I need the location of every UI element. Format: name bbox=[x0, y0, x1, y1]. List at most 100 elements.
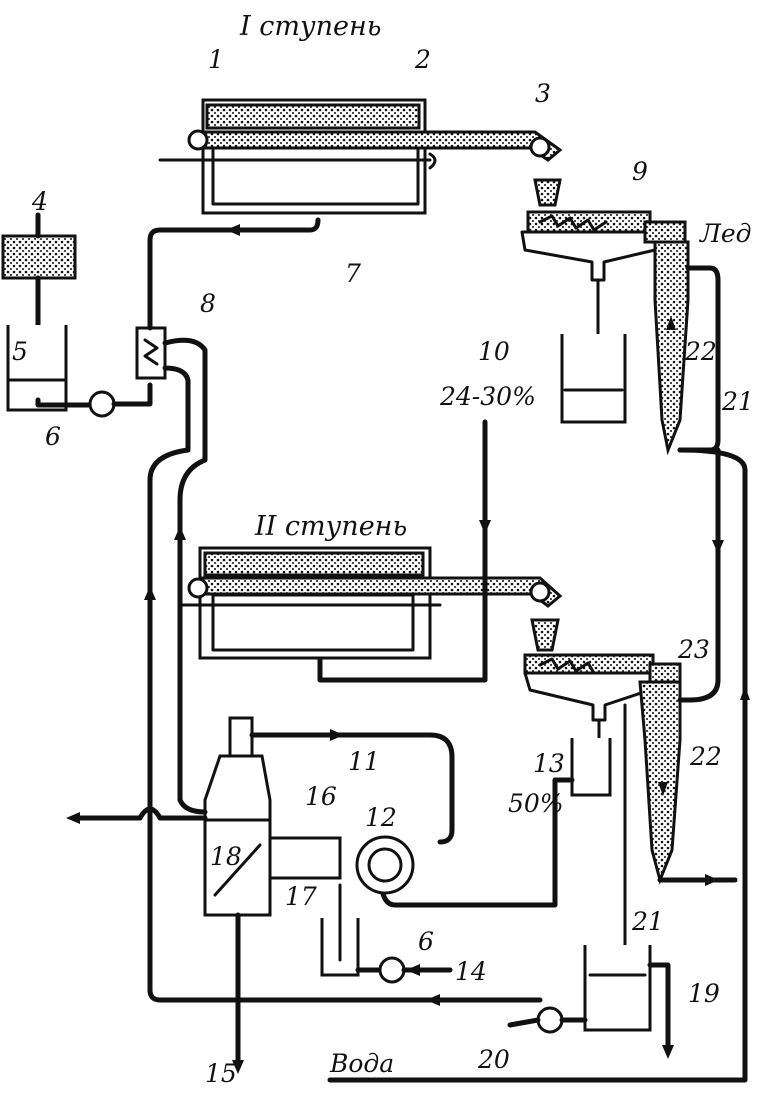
arrow-14 bbox=[406, 964, 420, 976]
hopper-2 bbox=[530, 618, 560, 652]
rotation-arrow-1 bbox=[428, 152, 437, 170]
outlet-left-arrow bbox=[66, 812, 80, 824]
filtrate-vessel-10 bbox=[560, 334, 627, 424]
refrigeration-unit bbox=[203, 716, 455, 984]
pump-20 bbox=[536, 1006, 564, 1034]
label-7: 7 bbox=[345, 259, 361, 288]
ice-melter-stage1 bbox=[643, 220, 690, 456]
baffle-18 bbox=[213, 843, 262, 897]
vapour-line-11 bbox=[249, 732, 455, 845]
label-11: 11 bbox=[348, 747, 380, 776]
exchanger-coil bbox=[143, 338, 159, 366]
filter-funnel-2 bbox=[523, 671, 657, 722]
label-2: 2 bbox=[414, 45, 431, 74]
vessel-10 bbox=[560, 334, 627, 424]
label-4: 4 bbox=[31, 187, 48, 216]
label-8: 8 bbox=[200, 289, 216, 318]
arrow-left-up-2 bbox=[174, 526, 186, 540]
label-6-refrig: 6 bbox=[418, 927, 434, 956]
pump-20-lines bbox=[507, 1017, 588, 1028]
label-14: 14 bbox=[455, 957, 487, 986]
label-12: 12 bbox=[365, 803, 397, 832]
ice-layer-2 bbox=[203, 551, 425, 577]
label-9: 9 bbox=[632, 157, 648, 186]
label-6-feed: 6 bbox=[45, 422, 61, 451]
loop-exchanger-condenser bbox=[162, 337, 208, 815]
ice-label: Лед bbox=[698, 219, 752, 248]
stage-2-separator bbox=[379, 618, 657, 908]
upflow-arrow-1 bbox=[666, 316, 676, 330]
arrow-melt bbox=[705, 874, 719, 886]
stage-2-freezer bbox=[178, 419, 563, 683]
pump-to-exchanger bbox=[111, 382, 153, 407]
label-22-bottom: 22 bbox=[689, 742, 722, 771]
return-line-left bbox=[147, 365, 543, 1003]
filter-funnel-1 bbox=[520, 230, 660, 282]
label-21-bottom: 21 bbox=[631, 907, 664, 936]
ice-chute-2 bbox=[648, 662, 682, 684]
pulley-left-2 bbox=[187, 577, 209, 599]
melter-column-1 bbox=[653, 240, 690, 456]
ice-melter-stage2 bbox=[638, 662, 682, 885]
feed-section bbox=[1, 212, 321, 418]
filtrate-arrow-down bbox=[479, 520, 491, 534]
outlet-19 bbox=[647, 962, 671, 1053]
pump-6-feed bbox=[88, 390, 116, 418]
arrow-19 bbox=[662, 1045, 674, 1059]
screw-flight-2 bbox=[538, 657, 596, 675]
arrow-15 bbox=[232, 1060, 244, 1074]
label-1: 1 bbox=[208, 45, 224, 74]
concentration-stage1: 24-30% bbox=[439, 382, 536, 411]
feed-to-stage1 bbox=[147, 217, 321, 331]
label-19: 19 bbox=[688, 979, 720, 1008]
stage-1-freezer bbox=[158, 98, 563, 215]
arrow-left-up bbox=[144, 586, 156, 600]
feed-arrow bbox=[226, 224, 240, 236]
label-22-top: 22 bbox=[684, 337, 717, 366]
label-10: 10 bbox=[478, 337, 510, 366]
line-21-mid bbox=[677, 447, 721, 703]
ice-layer-1 bbox=[205, 103, 421, 130]
melter-column-2 bbox=[638, 680, 682, 885]
stage-1-title: I ступень bbox=[239, 11, 382, 42]
water-line bbox=[327, 447, 748, 1083]
label-18: 18 bbox=[210, 842, 242, 871]
screw-flight-1 bbox=[538, 214, 608, 232]
vapour-arrow bbox=[330, 729, 344, 741]
stage-2-title: II ступень bbox=[254, 511, 407, 542]
water-arrow-up bbox=[740, 686, 750, 700]
label-17: 17 bbox=[285, 882, 317, 911]
ice-chute-1 bbox=[643, 220, 687, 244]
concentration-stage2: 50% bbox=[508, 789, 564, 818]
label-20: 20 bbox=[477, 1045, 510, 1074]
pulley-right-1 bbox=[529, 136, 551, 158]
label-3: 3 bbox=[535, 79, 551, 108]
return-arrow bbox=[426, 994, 440, 1006]
label-15: 15 bbox=[205, 1059, 237, 1088]
pulley-left-1 bbox=[187, 129, 209, 151]
receiver-17 bbox=[268, 836, 342, 880]
label-16: 16 bbox=[305, 782, 337, 811]
arrow-21 bbox=[712, 540, 724, 554]
labels: I ступень II ступень 24-30% 50% Лед Вода… bbox=[12, 11, 754, 1088]
downflow-arrow-2 bbox=[658, 782, 668, 796]
water-label: Вода bbox=[329, 1049, 394, 1078]
condenser-16 bbox=[203, 754, 272, 917]
separator-top-16 bbox=[228, 716, 254, 758]
compressor-12 bbox=[355, 835, 415, 895]
feed-line bbox=[35, 397, 95, 408]
feed-tank-5 bbox=[6, 325, 68, 412]
pump-6-refrig bbox=[378, 956, 406, 984]
filtrate-to-stage2 bbox=[317, 419, 488, 683]
main-piping bbox=[66, 265, 750, 1083]
outlet-left bbox=[77, 806, 208, 821]
compressor-rotor bbox=[367, 847, 403, 883]
label-23: 23 bbox=[677, 635, 710, 664]
press-4 bbox=[1, 234, 77, 280]
vessel-19 bbox=[583, 945, 652, 1032]
label-21-top: 21 bbox=[721, 387, 754, 416]
label-5: 5 bbox=[12, 337, 28, 366]
hopper-1 bbox=[533, 178, 562, 207]
